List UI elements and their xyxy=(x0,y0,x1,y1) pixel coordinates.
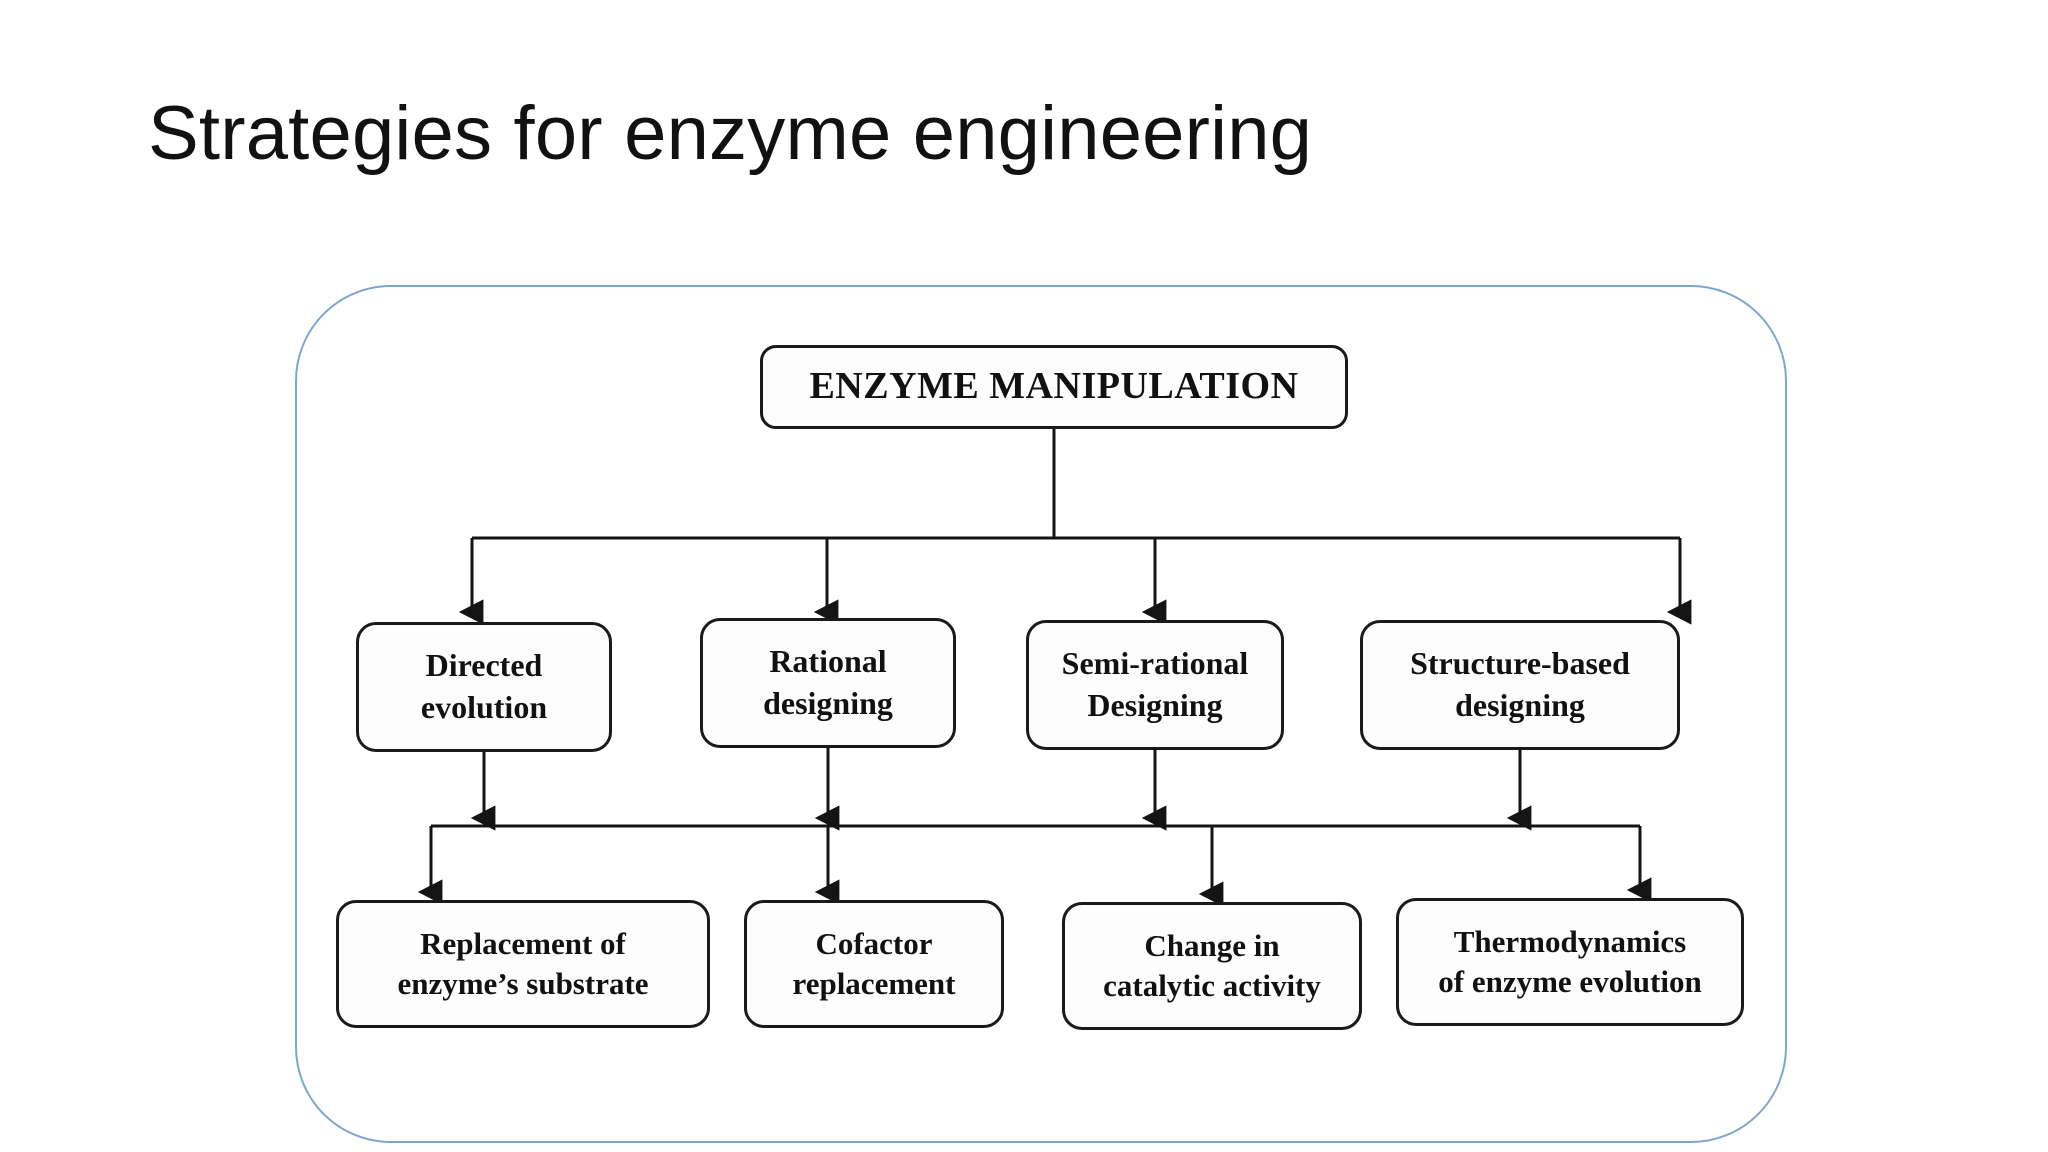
node-rational-designing: Rational designing xyxy=(700,618,956,748)
node-label: Structure-based designing xyxy=(1410,645,1630,723)
node-label: ENZYME MANIPULATION xyxy=(809,365,1299,408)
node-directed-evolution: Directed evolution xyxy=(356,622,612,752)
node-replacement-of-enzymes-substrate: Replacement of enzyme’s substrate xyxy=(336,900,710,1028)
node-label: Replacement of enzyme’s substrate xyxy=(397,925,649,1001)
node-cofactor-replacement: Cofactor replacement xyxy=(744,900,1004,1028)
node-label: Cofactor replacement xyxy=(792,925,956,1001)
node-label: Change in catalytic activity xyxy=(1103,927,1321,1003)
node-enzyme-manipulation: ENZYME MANIPULATION xyxy=(760,345,1348,429)
node-label: Directed evolution xyxy=(420,647,548,725)
node-label: Semi-rational Designing xyxy=(1061,645,1249,723)
node-label: Rational designing xyxy=(763,643,893,721)
node-label: Thermodynamics of enzyme evolution xyxy=(1438,923,1702,999)
node-structure-based-designing: Structure-based designing xyxy=(1360,620,1680,750)
node-semi-rational-designing: Semi-rational Designing xyxy=(1026,620,1284,750)
node-change-in-catalytic-activity: Change in catalytic activity xyxy=(1062,902,1362,1030)
page-title: Strategies for enzyme engineering xyxy=(148,91,1313,176)
node-thermodynamics-of-enzyme-evolution: Thermodynamics of enzyme evolution xyxy=(1396,898,1744,1026)
